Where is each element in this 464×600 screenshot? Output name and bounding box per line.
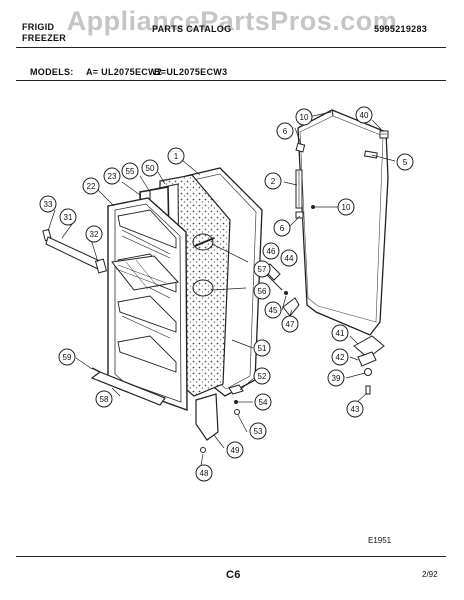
callout-33: 33 <box>44 200 53 209</box>
callout-47: 47 <box>286 320 295 329</box>
callout-52: 52 <box>258 372 267 381</box>
callout-42: 42 <box>336 353 345 362</box>
callout-59: 59 <box>63 353 72 362</box>
callout-22: 22 <box>87 182 96 191</box>
callout-39: 39 <box>332 374 341 383</box>
callout-2: 2 <box>271 177 276 186</box>
callout-5: 5 <box>403 158 408 167</box>
callout-numbers: 1 50 55 23 22 33 31 32 59 58 57 56 2 6 1… <box>44 111 408 478</box>
callout-50: 50 <box>146 164 155 173</box>
callout-51: 51 <box>258 344 267 353</box>
door-handle <box>42 228 108 274</box>
callout-54: 54 <box>259 398 268 407</box>
page-number: C6 <box>226 569 241 581</box>
pin <box>91 367 101 373</box>
callout-40: 40 <box>360 111 369 120</box>
models-rule <box>16 80 446 81</box>
models-label: MODELS: <box>30 67 74 77</box>
callout-55: 55 <box>126 167 135 176</box>
footer-rule <box>16 556 446 557</box>
catalog-number: 5995219283 <box>374 24 428 34</box>
diagram-code: E1951 <box>368 536 392 545</box>
callout-10-mid: 10 <box>342 203 351 212</box>
brand-line1: FRIGID <box>22 22 55 32</box>
small-parts <box>195 130 389 453</box>
catalog-title: PARTS CATALOG <box>152 24 232 34</box>
callout-58: 58 <box>100 395 109 404</box>
callout-6-mid: 6 <box>280 224 285 233</box>
model-a: A= UL2075ECW2 <box>86 67 163 77</box>
inner-door-liner <box>107 197 188 411</box>
callout-6-top: 6 <box>283 127 288 136</box>
callout-23: 23 <box>108 172 117 181</box>
callout-46: 46 <box>267 247 276 256</box>
callout-57: 57 <box>258 265 267 274</box>
callout-10-top: 10 <box>300 113 309 122</box>
bottom-trim <box>90 371 166 406</box>
callout-56: 56 <box>258 287 267 296</box>
callout-45: 45 <box>269 306 278 315</box>
hinge-parts <box>295 142 315 219</box>
callout-circles <box>39 106 414 482</box>
model-b: B=UL2075ECW3 <box>154 67 228 77</box>
callout-32: 32 <box>90 230 99 239</box>
header-rule <box>16 47 446 48</box>
callout-44: 44 <box>285 254 294 263</box>
callout-41: 41 <box>336 329 345 338</box>
callout-53: 53 <box>254 427 263 436</box>
outer-door-panel <box>297 109 389 336</box>
brand-line2: FREEZER <box>22 33 67 43</box>
watermark: AppliancePartsPros.com <box>66 6 398 36</box>
callout-49: 49 <box>231 446 240 455</box>
callout-43: 43 <box>351 405 360 414</box>
callout-1: 1 <box>174 152 179 161</box>
callout-48: 48 <box>200 469 209 478</box>
footer-date: 2/92 <box>422 570 438 579</box>
callout-31: 31 <box>64 213 73 222</box>
